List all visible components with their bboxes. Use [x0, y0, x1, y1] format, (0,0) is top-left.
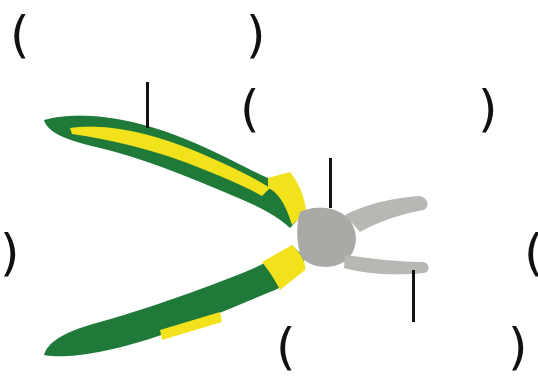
label-1-open-paren: (	[10, 10, 30, 60]
label-blank-2	[258, 80, 508, 150]
upper-jaw	[345, 196, 427, 232]
leader-line-3	[412, 270, 415, 322]
lower-jaw	[344, 255, 429, 274]
label-1-close-paren: )	[246, 10, 266, 60]
label-blank-1	[30, 12, 265, 82]
label-2-open-paren: (	[240, 84, 260, 134]
right-edge-open-paren: (	[524, 228, 538, 278]
label-2-close-paren: )	[478, 84, 498, 134]
left-edge-close-paren: )	[0, 228, 20, 278]
label-blank-3	[290, 318, 530, 388]
label-3-close-paren: )	[508, 322, 528, 372]
label-3-open-paren: (	[276, 322, 296, 372]
leader-line-2	[329, 158, 332, 208]
leader-line-1	[146, 82, 149, 128]
